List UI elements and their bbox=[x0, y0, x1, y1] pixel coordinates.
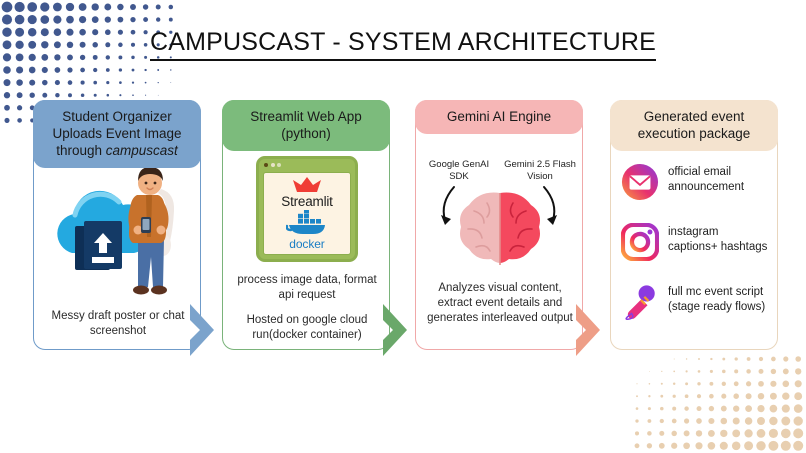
browser-viewport: Streamlit docker bbox=[263, 172, 351, 255]
arrow-3-shape bbox=[576, 304, 600, 356]
architecture-flow: Messy draft poster or chat screenshot St… bbox=[0, 100, 806, 356]
output-label-mc-script: full mc event script (stage ready flows) bbox=[668, 286, 766, 313]
panel-3-caption: Analyzes visual content, extract event d… bbox=[427, 282, 573, 324]
output-label-email: official email announcement bbox=[668, 166, 745, 193]
panel-1-body: Messy draft poster or chat screenshot bbox=[34, 101, 200, 349]
panel-2-body: Streamlit docker process image da bbox=[223, 101, 389, 349]
cloud-upload-illustration bbox=[57, 167, 175, 295]
output-row-mc-script: full mc event script (stage ready flows) bbox=[621, 283, 771, 321]
panel-streamlit-app: Streamlit docker process image da bbox=[222, 100, 390, 350]
decorative-dot-pattern-bottom-right bbox=[634, 356, 804, 451]
browser-titlebar bbox=[259, 159, 355, 170]
panel-1-header: Student Organizer Uploads Event Image th… bbox=[33, 100, 201, 168]
browser-dot-red bbox=[264, 162, 268, 167]
microphone-icon bbox=[625, 285, 655, 320]
output-row-instagram: instagram captions+ hashtags bbox=[621, 223, 771, 261]
panel-2-header: Streamlit Web App (python) bbox=[222, 100, 390, 151]
panel-2-caption-a: process image data, format api request bbox=[237, 274, 377, 301]
output-row-email: official email announcement bbox=[621, 163, 771, 201]
docker-logo-text: docker bbox=[289, 237, 325, 251]
browser-window-mock: Streamlit docker bbox=[256, 156, 358, 262]
flow-arrow-2 bbox=[383, 304, 407, 356]
panel-4-body: official email announcement instagram ca… bbox=[611, 101, 777, 349]
email-icon bbox=[621, 163, 659, 201]
flow-arrow-3 bbox=[576, 304, 600, 356]
docker-whale-icon bbox=[286, 210, 325, 234]
flow-arrow-1 bbox=[190, 304, 214, 356]
arrow-1-shape bbox=[190, 304, 214, 356]
panel-1-header-text: Student Organizer Uploads Event Image th… bbox=[52, 109, 182, 158]
student-with-phone-illustration bbox=[128, 167, 175, 295]
panel-1-header-emphasis: campuscast bbox=[105, 143, 178, 158]
label-gemini-flash-vision: Gemini 2.5 Flash Vision bbox=[504, 159, 576, 182]
browser-dot-yellow bbox=[270, 162, 275, 167]
streamlit-logo-text: Streamlit bbox=[281, 194, 333, 209]
browser-dot-green bbox=[277, 162, 281, 167]
instagram-icon bbox=[621, 223, 659, 261]
panel-generated-package: official email announcement instagram ca… bbox=[610, 100, 778, 350]
panel-gemini-engine: Google GenAI SDK Gemini 2.5 Flash Vision bbox=[415, 100, 583, 350]
panel-1-caption: Messy draft poster or chat screenshot bbox=[51, 310, 185, 337]
brain-icon bbox=[460, 192, 540, 265]
arrow-2-shape bbox=[383, 304, 407, 356]
panel-3-body: Google GenAI SDK Gemini 2.5 Flash Vision bbox=[416, 101, 582, 349]
page-title: CAMPUSCAST - SYSTEM ARCHITECTURE bbox=[0, 28, 806, 61]
panel-3-header: Gemini AI Engine bbox=[415, 100, 583, 134]
curved-arrows bbox=[441, 186, 557, 225]
panel-4-header: Generated event execution package bbox=[610, 100, 778, 151]
panel-student-upload: Messy draft poster or chat screenshot St… bbox=[33, 100, 201, 350]
output-label-instagram: instagram captions+ hashtags bbox=[668, 226, 768, 253]
page-title-text: CAMPUSCAST - SYSTEM ARCHITECTURE bbox=[150, 28, 656, 61]
cloud-upload-icon bbox=[57, 190, 154, 270]
streamlit-crown-icon bbox=[293, 177, 321, 192]
label-google-genai-sdk: Google GenAI SDK bbox=[428, 159, 490, 182]
panel-2-caption-b: Hosted on google cloud run(docker contai… bbox=[246, 314, 368, 341]
